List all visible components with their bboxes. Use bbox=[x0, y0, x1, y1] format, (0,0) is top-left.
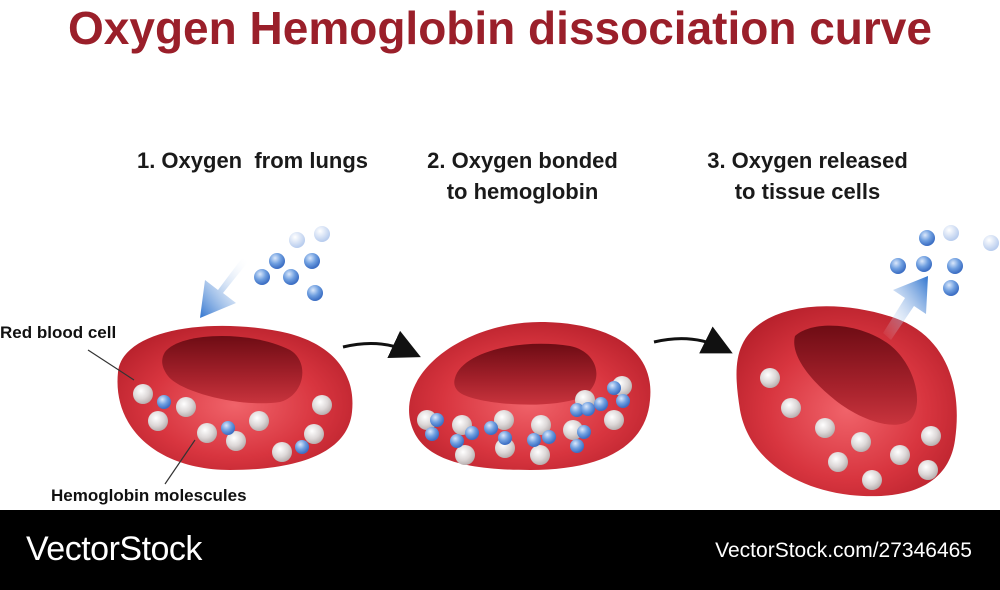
oxygen-molecule bbox=[450, 434, 464, 448]
oxygen-molecule bbox=[919, 230, 935, 246]
hemoglobin-molecule bbox=[828, 452, 848, 472]
oxygen-molecule bbox=[581, 402, 595, 416]
outgoing-oxygen-arrow bbox=[883, 276, 928, 340]
hemoglobin-molecule bbox=[148, 411, 168, 431]
step-1-line-1: 1. Oxygen from lungs bbox=[136, 148, 369, 173]
hemoglobin-molecule bbox=[890, 445, 910, 465]
process-arrow-2 bbox=[653, 326, 733, 354]
oxygen-molecule bbox=[594, 397, 608, 411]
process-arrow-1 bbox=[342, 330, 421, 358]
hemoglobin-molecule bbox=[312, 395, 332, 415]
hemoglobin-molecule bbox=[226, 431, 246, 451]
hemoglobin-molecule bbox=[494, 410, 514, 430]
oxygen-molecule bbox=[890, 258, 906, 274]
hemoglobin-molecule bbox=[455, 445, 475, 465]
step-2-line-2: to hemoglobin bbox=[446, 179, 599, 204]
hemoglobin-molecule bbox=[760, 368, 780, 388]
oxygen-molecule bbox=[269, 253, 285, 269]
red-blood-cell-label: Red blood cell bbox=[0, 323, 117, 342]
hemoglobin-molecule bbox=[604, 410, 624, 430]
hemoglobin-molecule bbox=[197, 423, 217, 443]
red-blood-cell-leader-line bbox=[87, 349, 135, 381]
hemoglobin-molecule bbox=[862, 470, 882, 490]
oxygen-molecule bbox=[943, 280, 959, 296]
free-oxygen-group-3 bbox=[890, 225, 999, 296]
oxygen-molecule bbox=[254, 269, 270, 285]
oxygen-molecule bbox=[221, 421, 235, 435]
hemoglobin-molecule bbox=[531, 415, 551, 435]
hemoglobin-molecule bbox=[781, 398, 801, 418]
oxygen-molecule bbox=[304, 253, 320, 269]
hemoglobin-molecule bbox=[304, 424, 324, 444]
hemoglobin-molecule bbox=[272, 442, 292, 462]
hemoglobin-molecule bbox=[851, 432, 871, 452]
red-blood-cell-2 bbox=[409, 321, 651, 470]
oxygen-molecule bbox=[542, 430, 556, 444]
oxygen-molecule bbox=[314, 226, 330, 242]
oxygen-molecule bbox=[916, 256, 932, 272]
hemoglobin-leader-line bbox=[164, 439, 196, 485]
hemoglobin-molecule bbox=[176, 397, 196, 417]
hemoglobin-molecule bbox=[815, 418, 835, 438]
free-oxygen-group-1 bbox=[254, 226, 330, 301]
oxygen-molecule bbox=[465, 426, 479, 440]
oxygen-molecule bbox=[943, 225, 959, 241]
oxygen-molecule bbox=[570, 439, 584, 453]
oxygen-molecule bbox=[295, 440, 309, 454]
hemoglobin-molecule bbox=[530, 445, 550, 465]
page-title: Oxygen Hemoglobin dissociation curve bbox=[68, 2, 932, 54]
step-3-caption: 3. Oxygen released to tissue cells bbox=[690, 145, 925, 207]
oxygen-molecule bbox=[577, 425, 591, 439]
red-blood-cell-1 bbox=[117, 325, 353, 470]
step-2-line-1: 2. Oxygen bonded bbox=[427, 148, 618, 173]
oxygen-molecule bbox=[157, 395, 171, 409]
oxygen-molecule bbox=[527, 433, 541, 447]
step-3-line-1: 3. Oxygen released bbox=[707, 148, 908, 173]
oxygen-molecule bbox=[983, 235, 999, 251]
oxygen-molecule bbox=[430, 413, 444, 427]
diagram-canvas bbox=[87, 225, 999, 497]
oxygen-molecule bbox=[947, 258, 963, 274]
oxygen-molecule bbox=[570, 403, 584, 417]
oxygen-molecule bbox=[484, 421, 498, 435]
footer-bar: VectorStock VectorStock.com/27346465 bbox=[0, 510, 1000, 590]
oxygen-molecule bbox=[616, 394, 630, 408]
oxygen-molecule bbox=[283, 269, 299, 285]
oxygen-molecule bbox=[425, 427, 439, 441]
hemoglobin-molecule bbox=[921, 426, 941, 446]
hemoglobin-molecule bbox=[495, 438, 515, 458]
hemoglobin-molecule bbox=[249, 411, 269, 431]
brand-logo: VectorStock bbox=[26, 530, 202, 568]
oxygen-molecule bbox=[289, 232, 305, 248]
step-1-caption: 1. Oxygen from lungs bbox=[120, 145, 385, 176]
incoming-oxygen-arrow bbox=[200, 258, 248, 318]
red-blood-cell-3 bbox=[736, 306, 957, 497]
oxygen-molecule bbox=[607, 381, 621, 395]
step-3-line-2: to tissue cells bbox=[734, 179, 881, 204]
hemoglobin-molecule bbox=[133, 384, 153, 404]
image-url: VectorStock.com/27346465 bbox=[715, 539, 972, 562]
hemoglobin-molecule bbox=[417, 410, 437, 430]
oxygen-molecule bbox=[307, 285, 323, 301]
oxygen-molecule bbox=[498, 431, 512, 445]
hemoglobin-label: Hemoglobin molescules bbox=[51, 486, 247, 505]
hemoglobin-molecule bbox=[918, 460, 938, 480]
step-2-caption: 2. Oxygen bonded to hemoglobin bbox=[410, 145, 635, 207]
